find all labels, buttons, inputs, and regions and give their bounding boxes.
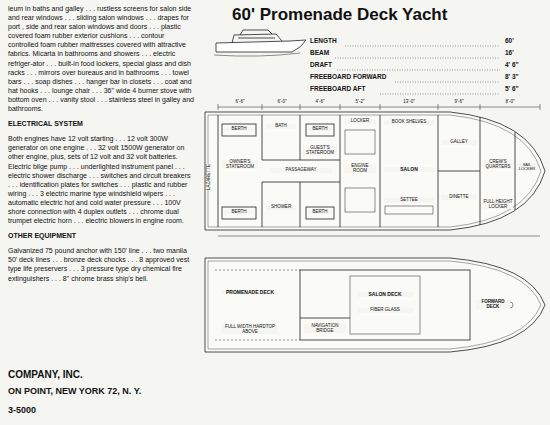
room-label: PASSAGEWAY [270, 168, 332, 173]
spec-name: FREEBOARD FORWARD [310, 73, 386, 81]
room-label: ENGINE ROOM [344, 164, 376, 173]
lower-plan [205, 258, 545, 352]
spec-name: BEAM [310, 49, 329, 57]
deck-label: PROMENADE DECK [222, 290, 278, 295]
room-label: SALON [384, 167, 434, 172]
room-label: OWNER'S STATEROOM [222, 160, 258, 169]
spec-value: 4' 6" [505, 61, 519, 69]
room-label: BERTH [224, 127, 254, 132]
boat-sketch [214, 30, 306, 56]
body-text: Galvanized 75 pound anchor with 150' lin… [8, 246, 194, 282]
upper-plan [205, 104, 545, 236]
room-label: SHOWER [266, 205, 296, 210]
page-title: 60' Promenade Deck Yacht [232, 4, 447, 26]
address: ON POINT, NEW YORK 72, N. Y. [8, 386, 141, 398]
room-label: FULL HEIGHT LOCKER [483, 200, 513, 209]
spec-value: 8' 3" [505, 73, 519, 81]
spec-name: LENGTH [310, 37, 337, 45]
deck-label: SALON DECK [357, 292, 413, 297]
company-name: COMPANY, INC. [8, 368, 83, 381]
dimension: 6'-6" [228, 100, 252, 105]
room-label: DINETTE [441, 195, 477, 200]
room-label: SAIL LOCKER [517, 163, 537, 171]
dimension: 9'-6" [447, 100, 471, 105]
room-label: BERTH [308, 210, 332, 215]
room-label: BOOK SHELVES [384, 120, 434, 125]
section-heading: OTHER EQUIPMENT [8, 231, 194, 240]
room-label: LOCKER [344, 119, 376, 124]
room-label: GALLEY [441, 140, 477, 145]
dimension: 6'-0" [270, 100, 294, 105]
room-label: SETTEE [384, 198, 434, 203]
room-label: BATH [266, 124, 296, 129]
body-text: leum in baths and galley . . . rustless … [8, 4, 194, 113]
room-label: CREW'S QUARTERS [483, 160, 513, 169]
room-label: LAZARETTE [207, 164, 212, 190]
room-label: BERTH [308, 127, 332, 132]
dimension: 4'-6" [308, 100, 332, 105]
room-label: BERTH [224, 210, 254, 215]
spec-name: DRAFT [310, 61, 332, 69]
spec-value: 60' [505, 37, 514, 45]
spec-value: 16' [505, 49, 514, 57]
body-text: Both engines have 12 volt starting . . .… [8, 134, 194, 225]
dimension: 5'-2" [348, 100, 372, 105]
room-label: GUEST'S STATEROOM [303, 146, 337, 155]
dimension: 8'-0" [498, 100, 522, 105]
spec-value: 5' 6" [505, 85, 519, 93]
spec-name: FREEBOARD AFT [310, 85, 365, 93]
section-heading: ELECTRICAL SYSTEM [8, 119, 194, 128]
phone: 3-5000 [8, 405, 36, 417]
deck-label: FIBER GLASS [357, 308, 413, 313]
dimension: 13'-0" [397, 100, 421, 105]
deck-label: FORWARD DECK [476, 300, 510, 309]
deck-label: NAVIGATION BRIDGE [304, 324, 346, 333]
deck-label: FULL WIDTH HARDTOP ABOVE [222, 325, 278, 334]
